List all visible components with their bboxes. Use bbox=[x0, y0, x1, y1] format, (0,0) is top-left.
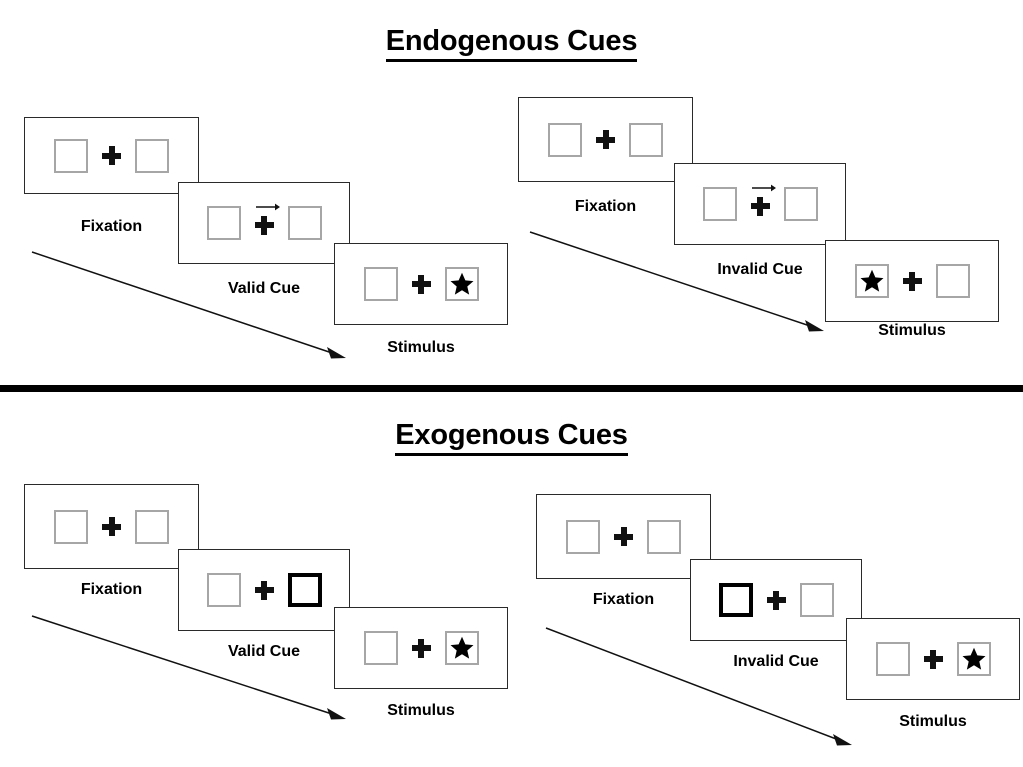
right-box bbox=[287, 206, 322, 240]
stim-row bbox=[702, 184, 818, 221]
section-divider bbox=[0, 385, 1023, 392]
frame-endogenous-valid-cue bbox=[178, 182, 350, 264]
diagonal-arrow-icon-exogenous-valid bbox=[31, 615, 346, 720]
stim-row bbox=[566, 519, 681, 554]
frame-exogenous-valid-cue bbox=[178, 549, 350, 631]
stim-row bbox=[718, 583, 834, 617]
left-box-cued bbox=[718, 583, 753, 617]
frame-exogenous-invalid-fixation bbox=[536, 494, 711, 579]
right-box bbox=[956, 642, 991, 676]
right-box-cued bbox=[287, 573, 322, 607]
section-title-endogenous-text: Endogenous Cues bbox=[385, 25, 637, 62]
caption-endogenous-invalid-fixation: Fixation bbox=[574, 198, 637, 215]
star-icon bbox=[860, 269, 883, 292]
right-box bbox=[135, 509, 169, 544]
caption-exogenous-valid-cue: Valid Cue bbox=[227, 643, 301, 660]
plus-icon bbox=[614, 527, 633, 546]
caption-exogenous-valid-stimulus: Stimulus bbox=[387, 702, 455, 719]
frame-endogenous-invalid-stimulus bbox=[825, 240, 999, 322]
plus-icon bbox=[411, 638, 431, 658]
right-box bbox=[629, 122, 663, 157]
frame-exogenous-invalid-stimulus bbox=[846, 618, 1020, 700]
star-icon bbox=[450, 272, 473, 295]
right-box bbox=[783, 187, 818, 221]
left-box bbox=[875, 642, 910, 676]
plus-icon bbox=[102, 146, 121, 165]
left-box bbox=[363, 267, 398, 301]
left-box bbox=[206, 206, 241, 240]
stim-row bbox=[854, 264, 970, 298]
frame-endogenous-invalid-fixation bbox=[518, 97, 693, 182]
caption-endogenous-valid-cue: Valid Cue bbox=[227, 280, 301, 297]
frame-exogenous-valid-fixation bbox=[24, 484, 199, 569]
left-box bbox=[566, 519, 600, 554]
left-box bbox=[702, 187, 737, 221]
frame-exogenous-valid-stimulus bbox=[334, 607, 508, 689]
left-box bbox=[854, 264, 889, 298]
frame-exogenous-invalid-cue bbox=[690, 559, 862, 641]
stim-row bbox=[54, 138, 169, 173]
right-box bbox=[799, 583, 834, 617]
stim-row bbox=[54, 509, 169, 544]
stim-row bbox=[206, 573, 322, 607]
caption-exogenous-invalid-cue: Invalid Cue bbox=[733, 653, 819, 670]
plus-icon bbox=[923, 649, 943, 669]
section-title-exogenous: Exogenous Cues bbox=[0, 419, 1023, 456]
right-box bbox=[647, 519, 681, 554]
stim-row bbox=[875, 642, 991, 676]
plus-icon bbox=[766, 590, 786, 610]
plus-icon bbox=[411, 274, 431, 294]
right-box bbox=[444, 631, 479, 665]
stim-row bbox=[206, 203, 322, 240]
frame-endogenous-invalid-cue bbox=[674, 163, 846, 245]
caption-endogenous-valid-stimulus: Stimulus bbox=[387, 339, 455, 356]
diagonal-arrow-icon-endogenous-invalid bbox=[529, 231, 824, 332]
right-arrow-icon bbox=[751, 184, 776, 191]
left-box bbox=[54, 138, 88, 173]
left-box bbox=[548, 122, 582, 157]
caption-endogenous-invalid-cue: Invalid Cue bbox=[717, 261, 803, 278]
star-icon bbox=[450, 636, 473, 659]
right-box bbox=[135, 138, 169, 173]
cue-cluster bbox=[254, 203, 280, 235]
plus-icon bbox=[254, 580, 274, 600]
diagonal-arrow-icon-exogenous-invalid bbox=[545, 627, 852, 746]
stim-row bbox=[548, 122, 663, 157]
left-box bbox=[206, 573, 241, 607]
caption-exogenous-invalid-stimulus: Stimulus bbox=[899, 713, 967, 730]
right-box bbox=[444, 267, 479, 301]
plus-icon bbox=[902, 271, 922, 291]
frame-endogenous-valid-stimulus bbox=[334, 243, 508, 325]
caption-endogenous-valid-fixation: Fixation bbox=[80, 218, 143, 235]
section-title-endogenous: Endogenous Cues bbox=[0, 25, 1023, 62]
cue-cluster bbox=[750, 184, 776, 216]
stim-row bbox=[363, 631, 479, 665]
diagonal-arrow-icon-endogenous-valid bbox=[31, 251, 346, 359]
caption-exogenous-valid-fixation: Fixation bbox=[80, 581, 143, 598]
caption-endogenous-invalid-stimulus: Stimulus bbox=[878, 322, 946, 339]
plus-icon bbox=[750, 196, 770, 216]
left-box bbox=[54, 509, 88, 544]
right-arrow-icon bbox=[255, 203, 280, 210]
left-box bbox=[363, 631, 398, 665]
right-box bbox=[935, 264, 970, 298]
plus-icon bbox=[254, 215, 274, 235]
caption-exogenous-invalid-fixation: Fixation bbox=[592, 591, 655, 608]
section-title-exogenous-text: Exogenous Cues bbox=[395, 419, 628, 456]
stim-row bbox=[363, 267, 479, 301]
plus-icon bbox=[102, 517, 121, 536]
star-icon bbox=[962, 647, 985, 670]
plus-icon bbox=[596, 130, 615, 149]
frame-endogenous-valid-fixation bbox=[24, 117, 199, 194]
